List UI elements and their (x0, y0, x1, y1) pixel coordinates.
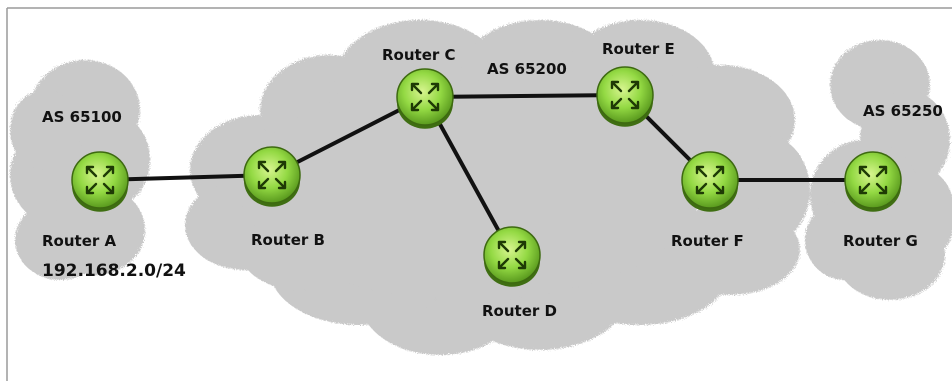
router-b-icon[interactable] (243, 146, 301, 207)
as-label-65100: AS 65100 (42, 108, 122, 126)
router-d-icon[interactable] (483, 226, 541, 287)
router-label-b: Router B (251, 231, 325, 249)
labels-layer: AS 65100 AS 65200 AS 65250 Router A Rout… (42, 40, 943, 320)
router-label-d: Router D (482, 302, 557, 320)
network-prefix-label: 192.168.2.0/24 (42, 261, 186, 281)
router-a-icon[interactable] (71, 151, 129, 212)
cloud-as-65200 (185, 20, 810, 355)
router-label-g: Router G (843, 232, 918, 250)
router-e-icon[interactable] (596, 66, 654, 127)
router-g-icon[interactable] (844, 151, 902, 212)
as-label-65200: AS 65200 (487, 60, 567, 78)
router-label-c: Router C (382, 46, 456, 64)
router-label-a: Router A (42, 232, 116, 250)
routers-layer (71, 66, 902, 287)
router-label-f: Router F (671, 232, 744, 250)
router-label-e: Router E (602, 40, 675, 58)
router-f-icon[interactable] (681, 151, 739, 212)
link-c-e (423, 93, 627, 99)
router-c-icon[interactable] (396, 68, 454, 129)
as-label-65250: AS 65250 (863, 102, 943, 120)
